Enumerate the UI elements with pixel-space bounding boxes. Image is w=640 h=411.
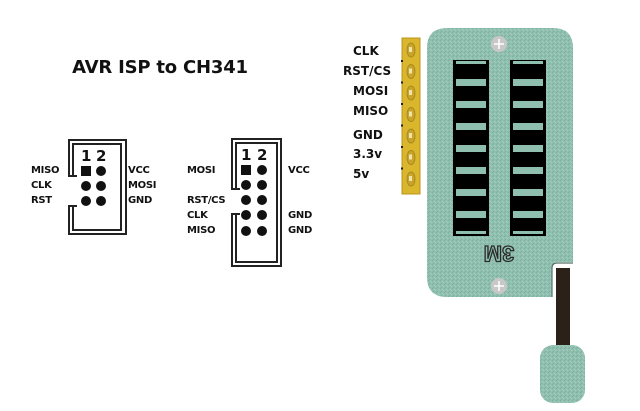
header-divider <box>401 81 403 84</box>
socket-slot <box>456 189 486 196</box>
label-mosi: MOSI <box>128 180 157 191</box>
label-miso: MISO <box>31 165 60 176</box>
pin <box>241 226 251 236</box>
socket-slot <box>456 211 486 218</box>
label-gnd: GND <box>288 210 312 221</box>
header-label-miso: MISO <box>353 104 389 118</box>
pin-number-2: 2 <box>257 146 268 164</box>
socket-slot <box>456 123 486 130</box>
header-divider <box>401 167 403 170</box>
diagram-title: AVR ISP to CH341 <box>72 57 248 78</box>
label-rst: RST <box>31 195 52 206</box>
socket-slot <box>513 211 543 218</box>
header-divider <box>401 103 403 105</box>
brand-logo: 3M <box>484 241 515 266</box>
socket-slot <box>513 61 543 64</box>
header-pin <box>406 85 416 101</box>
header-divider <box>401 124 403 127</box>
label-gnd: GND <box>128 195 152 206</box>
socket-slot <box>456 79 486 86</box>
pin-number-2: 2 <box>96 147 107 165</box>
pin <box>241 210 251 220</box>
pin <box>257 165 267 175</box>
label-vcc: VCC <box>288 165 310 176</box>
pin <box>257 210 267 220</box>
pin <box>96 166 106 176</box>
header-label-mosi: MOSI <box>353 84 389 98</box>
socket-slot <box>513 231 543 234</box>
pin <box>241 195 251 205</box>
pin <box>96 196 106 206</box>
header-divider <box>401 60 403 62</box>
label-vcc: VCC <box>128 165 150 176</box>
pin <box>257 195 267 205</box>
socket-slot <box>513 123 543 130</box>
socket-slot <box>456 145 486 152</box>
header-label-gnd: GND <box>353 128 383 142</box>
pin-header <box>401 37 421 195</box>
pin <box>81 196 91 206</box>
header-label-3v3: 3.3v <box>353 147 383 161</box>
pin-number-1: 1 <box>81 147 92 165</box>
label-rst-cs: RST/CS <box>187 195 226 206</box>
label-clk: CLK <box>31 180 52 191</box>
header-pin <box>406 128 416 144</box>
header-pin <box>406 107 416 122</box>
header-label-5v: 5v <box>353 167 370 181</box>
socket-slot <box>513 145 543 152</box>
pin-1-square <box>81 166 91 176</box>
label-mosi: MOSI <box>187 165 216 176</box>
label-miso: MISO <box>187 225 216 236</box>
socket-slot <box>456 101 486 108</box>
socket-lever-handle[interactable] <box>540 345 585 403</box>
header-pin <box>406 42 416 58</box>
socket-slot <box>513 189 543 196</box>
socket-slot <box>513 167 543 174</box>
socket-lever[interactable] <box>556 268 570 348</box>
pin-1-square <box>241 165 251 175</box>
label-clk: CLK <box>187 210 208 221</box>
screw-icon <box>491 278 507 294</box>
header-pin <box>406 64 416 79</box>
pin <box>257 226 267 236</box>
socket-slot <box>456 167 486 174</box>
pin <box>96 181 106 191</box>
pin <box>81 181 91 191</box>
socket-slot <box>456 61 486 64</box>
socket-slot <box>456 231 486 234</box>
socket-slot <box>513 79 543 86</box>
header-label-rst-cs: RST/CS <box>343 64 392 78</box>
label-gnd: GND <box>288 225 312 236</box>
screw-icon <box>491 36 507 52</box>
pin <box>241 180 251 190</box>
header-pin <box>406 171 416 187</box>
header-divider <box>401 146 403 148</box>
socket-slot <box>513 101 543 108</box>
header-pin <box>406 150 416 165</box>
pin <box>257 180 267 190</box>
header-label-clk: CLK <box>353 44 379 58</box>
pin-number-1: 1 <box>241 146 252 164</box>
